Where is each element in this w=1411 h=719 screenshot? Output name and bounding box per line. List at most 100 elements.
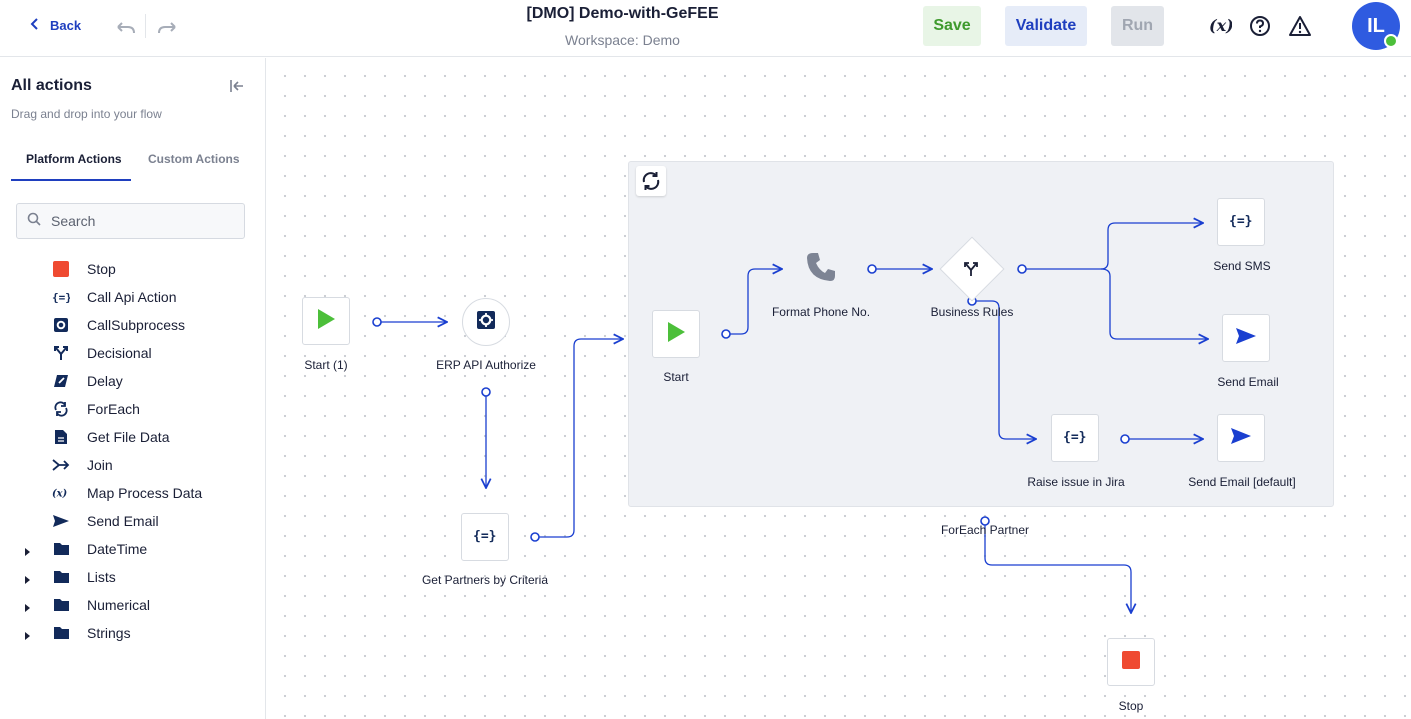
folder-label: Lists	[87, 569, 116, 585]
raise-jira-node[interactable]: {=}	[1051, 414, 1099, 462]
save-button[interactable]: Save	[923, 6, 981, 46]
folder-label: DateTime	[87, 541, 148, 557]
node-label: Business Rules	[930, 305, 1014, 319]
api-icon: {=}	[1229, 212, 1253, 233]
folder-datetime[interactable]: DateTime	[0, 535, 266, 563]
subprocess-icon	[52, 316, 70, 334]
node-label: Stop	[1118, 699, 1144, 713]
variables-icon[interactable]: (x)	[1208, 14, 1232, 38]
node-label: Raise issue in Jira	[1027, 475, 1125, 489]
action-label: Join	[87, 457, 113, 473]
action-item-map-process-data[interactable]: (x) Map Process Data	[0, 479, 266, 507]
tab-custom-actions[interactable]: Custom Actions	[148, 152, 240, 166]
collapse-sidebar-icon[interactable]	[228, 77, 246, 95]
action-item-foreach[interactable]: ForEach	[0, 395, 266, 423]
search-box	[16, 203, 245, 239]
caret-right-icon[interactable]	[22, 600, 32, 612]
online-status-dot	[1384, 34, 1398, 48]
join-icon	[52, 456, 70, 474]
loop-icon	[52, 400, 70, 418]
node-label: Send Email [default]	[1188, 475, 1296, 489]
format-phone-node[interactable]	[797, 245, 845, 293]
action-item-delay[interactable]: Delay	[0, 367, 266, 395]
folder-label: Numerical	[87, 597, 151, 613]
send-email-default-node[interactable]	[1217, 414, 1265, 462]
node-label: Send SMS	[1213, 259, 1271, 273]
node-label: Send Email	[1217, 375, 1279, 389]
node-label: Format Phone No.	[771, 305, 871, 319]
actions-sidebar: All actions Drag and drop into your flow…	[0, 58, 266, 719]
back-label: Back	[50, 18, 82, 33]
node-label: Start (1)	[304, 358, 348, 372]
folder-numerical[interactable]: Numerical	[0, 591, 266, 619]
send-email-node[interactable]	[1222, 314, 1270, 362]
action-item-send-email[interactable]: Send Email	[0, 507, 266, 535]
svg-text:{=}: {=}	[473, 529, 496, 543]
help-icon[interactable]	[1248, 14, 1272, 38]
connectors	[372, 58, 1411, 719]
action-label: CallSubprocess	[87, 317, 186, 333]
folder-icon	[52, 624, 70, 642]
top-bar: Back [DMO] Demo-with-GeFEE Workspace: De…	[0, 0, 1411, 57]
folder-lists[interactable]: Lists	[0, 563, 266, 591]
caret-right-icon[interactable]	[22, 628, 32, 640]
workspace-subtitle: Workspace: Demo	[565, 32, 680, 48]
svg-text:{=}: {=}	[1229, 214, 1252, 228]
node-label: Start	[663, 370, 689, 384]
file-icon	[52, 428, 70, 446]
action-label: Stop	[87, 261, 116, 277]
run-button[interactable]: Run	[1111, 6, 1164, 46]
inner-start-node[interactable]	[652, 310, 700, 358]
action-item-decisional[interactable]: Decisional	[0, 339, 266, 367]
stop-icon	[52, 260, 70, 278]
flow-canvas[interactable]: Start (1) ERP API Authorize {=} Get Part…	[267, 58, 1411, 719]
phone-icon	[804, 250, 838, 289]
action-item-join[interactable]: Join	[0, 451, 266, 479]
stop-node[interactable]	[1107, 638, 1155, 686]
folder-strings[interactable]: Strings	[0, 619, 266, 647]
send-sms-node[interactable]: {=}	[1217, 198, 1265, 246]
search-input[interactable]	[51, 213, 231, 229]
folder-icon	[52, 568, 70, 586]
action-label: Call Api Action	[87, 289, 177, 305]
api-icon: {=}	[473, 527, 497, 548]
action-label: Delay	[87, 373, 123, 389]
variables-icon: (x)	[52, 484, 70, 502]
tab-platform-actions[interactable]: Platform Actions	[26, 152, 122, 166]
warning-icon[interactable]	[1288, 14, 1312, 38]
loop-icon[interactable]	[636, 166, 666, 196]
validate-button[interactable]: Validate	[1005, 6, 1087, 46]
stop-icon	[1121, 650, 1141, 675]
subprocess-icon	[476, 310, 496, 335]
caret-right-icon[interactable]	[22, 544, 32, 556]
action-list: Stop {=} Call Api Action CallSubprocess …	[0, 255, 266, 647]
page-title: [DMO] Demo-with-GeFEE	[526, 5, 719, 22]
foreach-partner-container[interactable]	[628, 161, 1334, 507]
caret-right-icon[interactable]	[22, 572, 32, 584]
active-tab-indicator	[11, 179, 131, 181]
chevron-left-icon	[30, 18, 40, 33]
folder-icon	[52, 540, 70, 558]
undo-icon[interactable]	[114, 15, 138, 39]
container-label: ForEach Partner	[940, 523, 1030, 537]
action-item-get-file-data[interactable]: Get File Data	[0, 423, 266, 451]
action-label: ForEach	[87, 401, 140, 417]
back-button[interactable]: Back	[30, 18, 81, 33]
divider	[145, 14, 146, 38]
svg-text:{=}: {=}	[1063, 430, 1086, 444]
action-item-callsubprocess[interactable]: CallSubprocess	[0, 311, 266, 339]
action-item-call-api[interactable]: {=} Call Api Action	[0, 283, 266, 311]
erp-api-authorize-node[interactable]	[462, 298, 510, 346]
search-icon	[27, 212, 41, 231]
action-label: Send Email	[87, 513, 159, 529]
sidebar-title: All actions	[11, 77, 92, 94]
action-item-stop[interactable]: Stop	[0, 255, 266, 283]
send-icon	[1230, 427, 1252, 450]
get-partners-node[interactable]: {=}	[461, 513, 509, 561]
action-label: Get File Data	[87, 429, 170, 445]
start-node[interactable]	[302, 297, 350, 345]
delay-icon	[52, 372, 70, 390]
api-icon: {=}	[52, 288, 70, 306]
redo-icon[interactable]	[155, 15, 179, 39]
node-label: ERP API Authorize	[436, 358, 536, 372]
